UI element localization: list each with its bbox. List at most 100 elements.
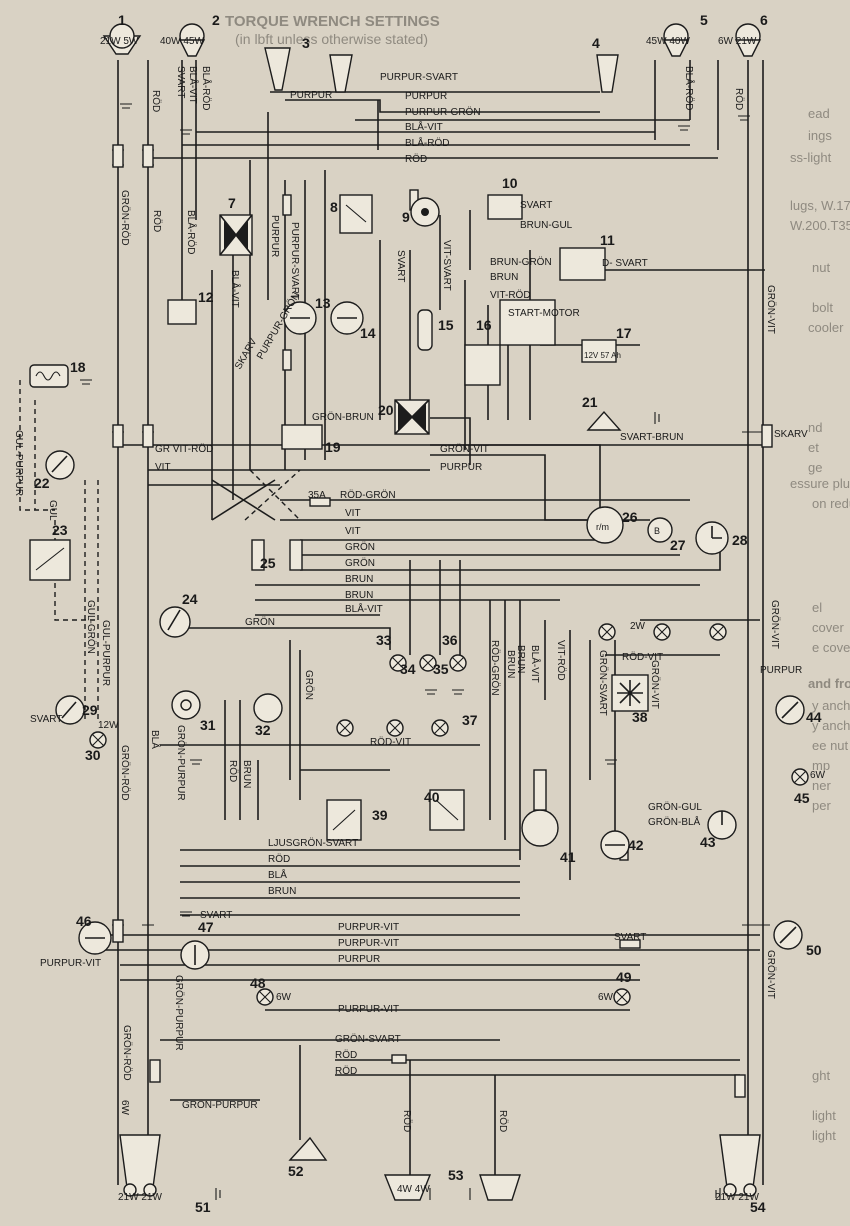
comp-14-number: 14 xyxy=(360,325,376,341)
comp-50-number: 50 xyxy=(806,942,822,958)
connector-blocks xyxy=(112,144,773,1098)
svg-text:SVART: SVART xyxy=(200,910,232,921)
comp-49-watts: 6W xyxy=(598,992,614,1003)
svg-text:GRÖN-VIT: GRÖN-VIT xyxy=(649,660,661,709)
svg-text:GUL: GUL xyxy=(47,500,58,521)
svg-text:PURPUR-SVART: PURPUR-SVART xyxy=(289,222,300,300)
svg-text:RÖD: RÖD xyxy=(405,153,427,165)
ground-symbols xyxy=(80,103,750,1200)
comp-17-number: 17 xyxy=(616,325,632,341)
svg-text:y anchor bolt: y anchor bolt xyxy=(812,698,850,713)
comp-44-number: 44 xyxy=(806,709,822,725)
svg-text:PURPUR-VIT: PURPUR-VIT xyxy=(338,1004,399,1015)
svg-text:BRUN: BRUN xyxy=(268,886,296,897)
light-switch: 12 xyxy=(167,289,214,325)
comp-25-text: 35A xyxy=(308,490,326,501)
comp-30-number: 30 xyxy=(85,747,101,763)
svg-text:VIT: VIT xyxy=(155,462,171,473)
starter-motor: START-MOTOR 16 xyxy=(464,299,580,386)
svg-text:BLÅ: BLÅ xyxy=(149,730,162,749)
svg-text:BLÅ: BLÅ xyxy=(268,868,287,881)
comp-30-watts: 12W xyxy=(98,720,119,731)
svg-text:cooler: cooler xyxy=(808,320,844,335)
svg-text:GRÖN-BLÅ: GRÖN-BLÅ xyxy=(648,815,701,828)
comp-6-watts: 6W 21W xyxy=(718,36,757,47)
comp-49-number: 49 xyxy=(616,969,632,985)
svg-text:BLÅ-RÖD: BLÅ-RÖD xyxy=(683,66,696,110)
svg-text:PURPUR-GRÖN: PURPUR-GRÖN xyxy=(405,106,481,118)
horn-left: 3 xyxy=(264,35,353,93)
svg-text:BLÅ-VIT: BLÅ-VIT xyxy=(345,602,383,615)
gauge-29: 29 xyxy=(55,695,98,725)
svg-text:BRUN: BRUN xyxy=(505,650,516,678)
svg-text:GRÖN-VIT: GRÖN-VIT xyxy=(765,950,777,999)
gauge-50: 50 xyxy=(773,920,822,958)
switch-19: 19 xyxy=(281,424,341,455)
comp-29-number: 29 xyxy=(82,702,98,718)
svg-text:PURPUR: PURPUR xyxy=(269,215,280,257)
fuse-box: 25 35A xyxy=(251,490,326,571)
svg-text:RÖD-VIT: RÖD-VIT xyxy=(370,736,411,748)
comp-48-watts: 6W xyxy=(276,992,292,1003)
comp-51-number: 51 xyxy=(195,1199,211,1215)
comp-10-number: 10 xyxy=(502,175,518,191)
comp-2-watts: 40W 45W xyxy=(160,36,204,47)
switch-40: 40 xyxy=(424,789,465,831)
battery: 12V 57 Ah 17 xyxy=(581,325,632,363)
svg-text:RÖD-GRÖN: RÖD-GRÖN xyxy=(340,489,396,501)
svg-text:BRUN: BRUN xyxy=(345,574,373,585)
instrument-lights: 37 xyxy=(336,712,478,737)
comp-7-number: 7 xyxy=(228,195,236,211)
svg-text:W.200.T35: W.200.T35 xyxy=(790,218,850,233)
heater-switch-23: 23 xyxy=(29,522,71,581)
left-headlamp: 2 40W 45W xyxy=(160,12,220,57)
svg-text:GR VIT-RÖD: GR VIT-RÖD xyxy=(155,443,213,455)
component-18: 18 xyxy=(29,359,86,388)
svg-text:BLÅ-VIT: BLÅ-VIT xyxy=(405,120,443,133)
svg-text:BLÅ-RÖD: BLÅ-RÖD xyxy=(185,210,198,254)
svg-text:GRÖN-VIT: GRÖN-VIT xyxy=(765,285,777,334)
gauge-42: 42 xyxy=(600,830,644,860)
comp-3-number: 3 xyxy=(302,35,310,51)
license-plate-lights: 53 4W 4W xyxy=(383,1167,521,1201)
comp-32-number: 32 xyxy=(255,722,271,738)
comp-12-number: 12 xyxy=(198,289,214,305)
svg-text:GRÖN-SVART: GRÖN-SVART xyxy=(335,1033,401,1045)
svg-text:PURPUR: PURPUR xyxy=(405,91,447,102)
svg-text:y anchor: y anchor xyxy=(812,718,850,733)
svg-text:RÖD: RÖD xyxy=(733,88,745,110)
svg-text:2W: 2W xyxy=(630,621,646,632)
comp-45-watts: 6W xyxy=(810,770,826,781)
svg-text:SVART: SVART xyxy=(520,200,552,211)
comp-36-number: 36 xyxy=(442,632,458,648)
svg-text:e cover: e cover xyxy=(812,640,850,655)
svg-text:RÖD: RÖD xyxy=(227,760,239,782)
svg-text:RÖD-GRÖN: RÖD-GRÖN xyxy=(489,640,501,696)
svg-text:RÖD: RÖD xyxy=(401,1110,413,1132)
ghost-heading-2: (in lbft unless otherwise stated) xyxy=(235,31,428,47)
svg-text:BLÅ-VIT: BLÅ-VIT xyxy=(529,645,542,683)
svg-text:PURPUR: PURPUR xyxy=(760,665,802,676)
voltage-regulator: 11 xyxy=(559,232,615,281)
rear-right-lamp: 54 21W 21W xyxy=(715,1134,766,1215)
comp-39-number: 39 xyxy=(372,807,388,823)
svg-text:and front end: and front end xyxy=(808,676,850,691)
comp-52-number: 52 xyxy=(288,1163,304,1179)
svg-text:nd: nd xyxy=(808,420,822,435)
svg-text:GUL-PURPUR: GUL-PURPUR xyxy=(100,620,111,686)
svg-text:PURPUR-VIT: PURPUR-VIT xyxy=(40,958,101,969)
comp-54-number: 54 xyxy=(750,1199,766,1215)
comp-26-number: 26 xyxy=(622,509,638,525)
comp-4-number: 4 xyxy=(592,35,600,51)
horn-right: 4 xyxy=(592,35,619,93)
gauge-27: B 27 xyxy=(647,517,686,553)
svg-text:BRUN: BRUN xyxy=(515,645,526,673)
comp-41-number: 41 xyxy=(560,849,576,865)
svg-text:PURPUR-VIT: PURPUR-VIT xyxy=(338,922,399,933)
comp-16-number: 16 xyxy=(476,317,492,333)
svg-text:RÖD: RÖD xyxy=(335,1049,357,1061)
svg-text:nut: nut xyxy=(812,260,830,275)
rear-left-lamp: 51 21W 21W xyxy=(118,1134,211,1215)
comp-21-number: 21 xyxy=(582,394,598,410)
comp-45-number: 45 xyxy=(794,790,810,806)
